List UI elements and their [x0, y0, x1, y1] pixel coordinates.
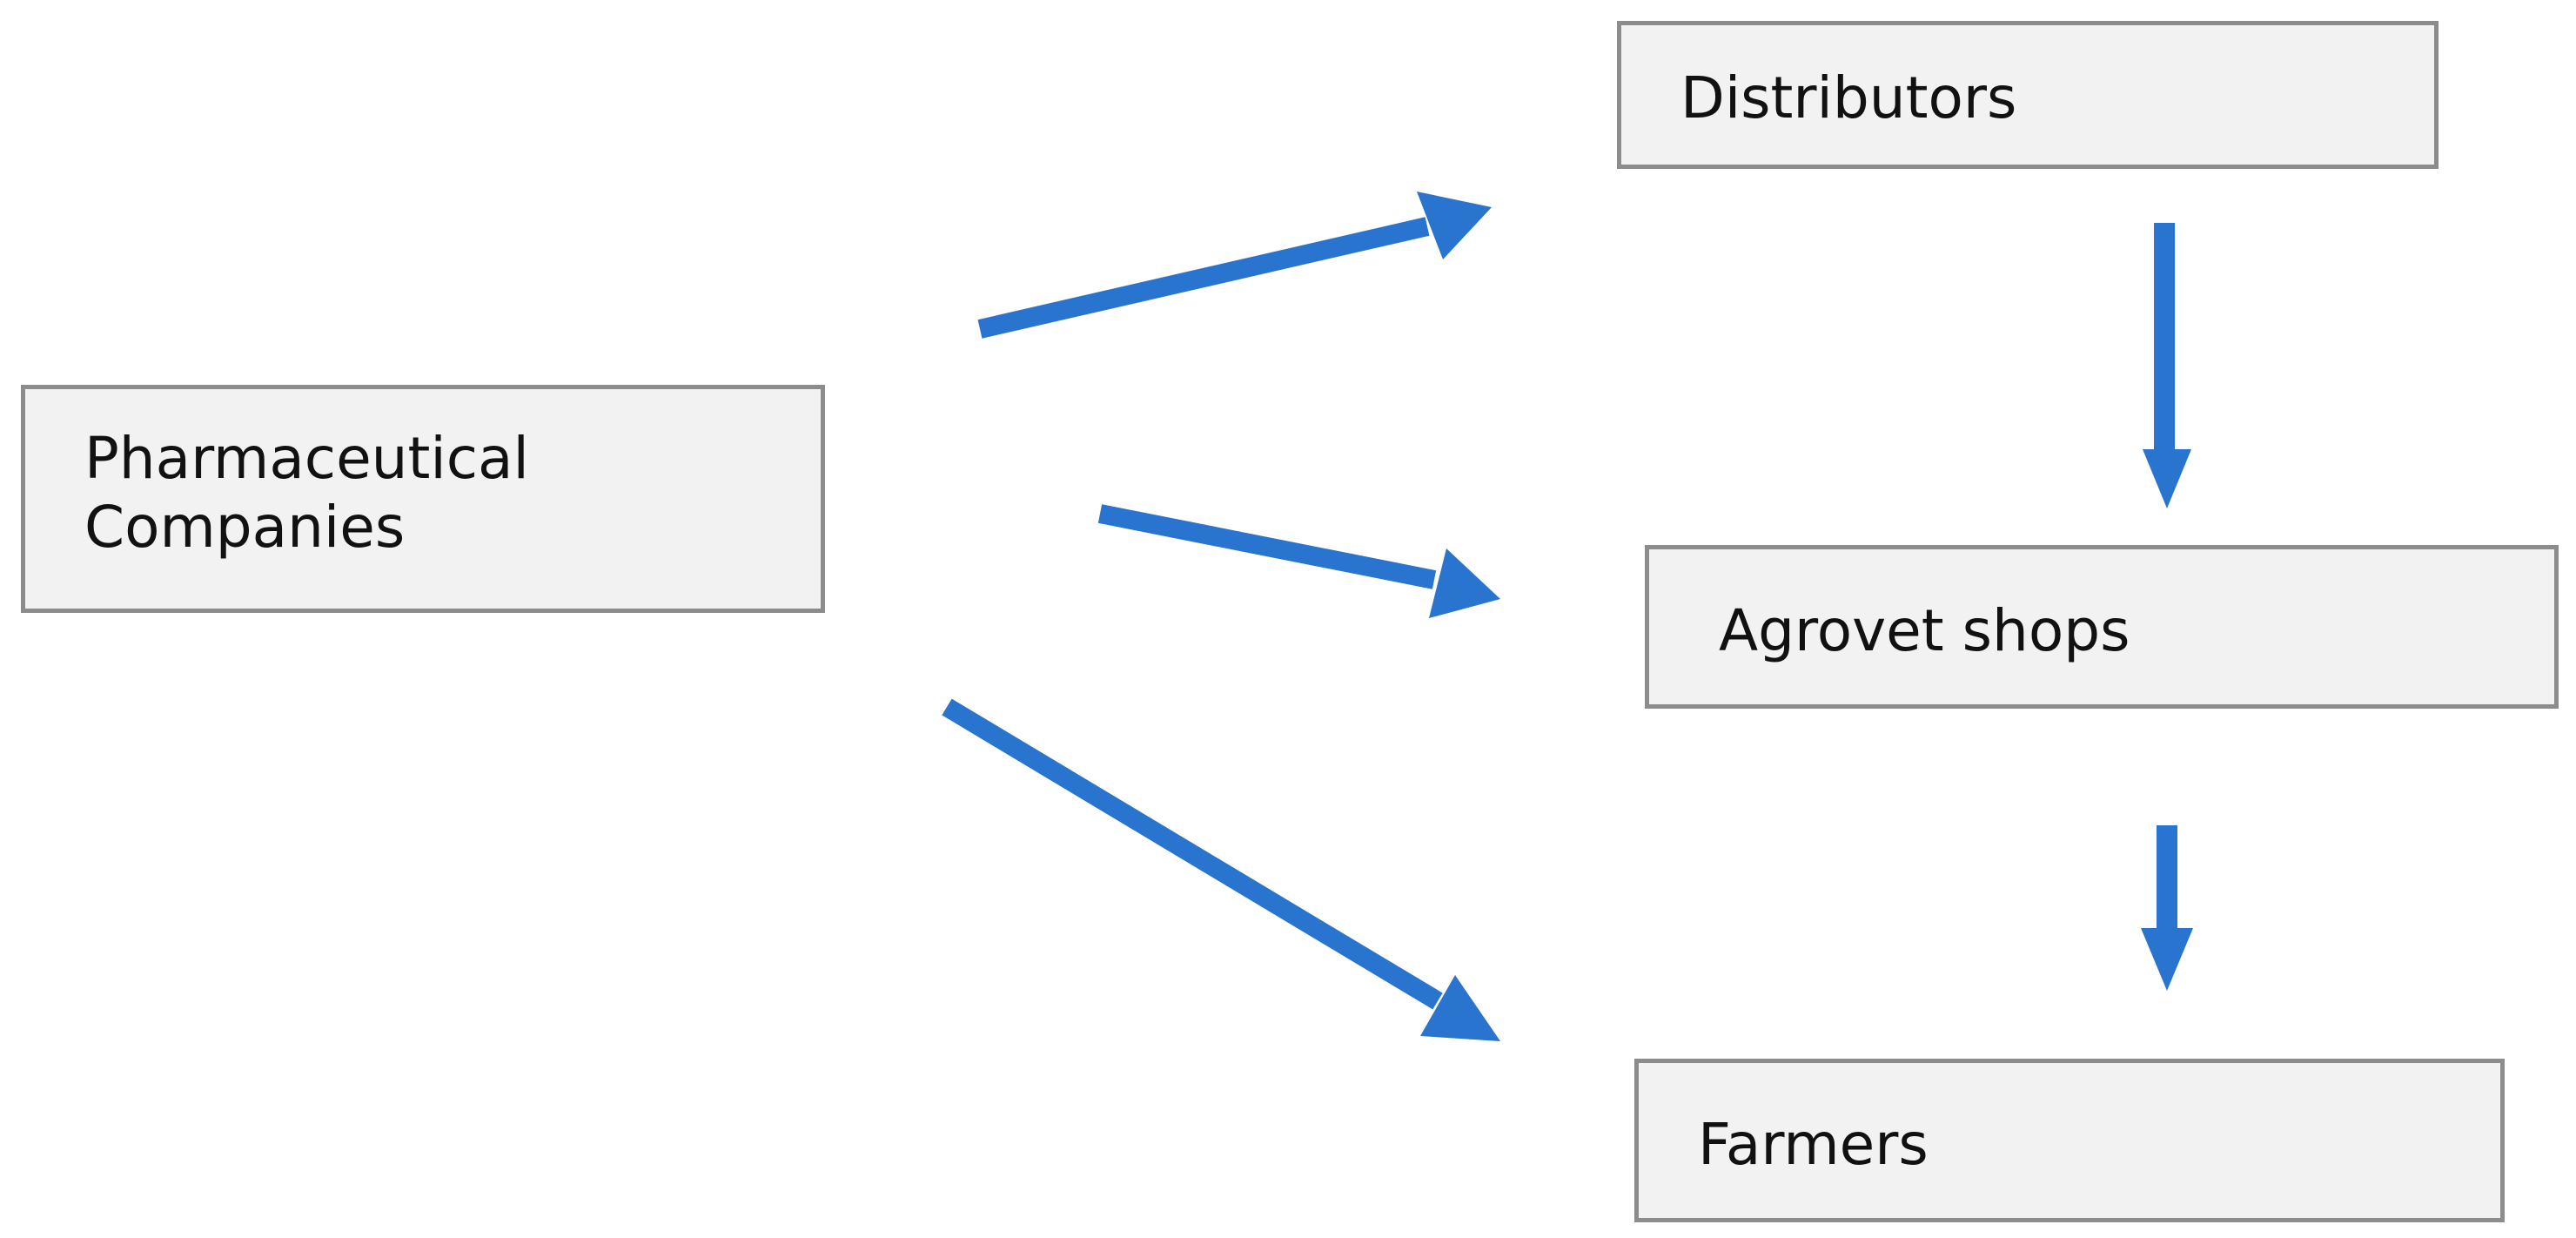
node-label-agrovet-shops: Agrovet shops [1719, 597, 2130, 664]
arrow-pharma-to-distributors [977, 192, 1492, 339]
node-label-distributors: Distributors [1680, 64, 2017, 131]
arrow-pharma-to-farmers [942, 698, 1500, 1041]
node-agrovet-shops: Agrovet shops [1645, 545, 2559, 709]
arrow-agrovet-to-farmers [2141, 825, 2193, 991]
node-pharmaceutical-companies: Pharmaceutical Companies [21, 385, 825, 613]
node-label-pharmaceutical-companies: Pharmaceutical Companies [84, 425, 529, 562]
node-distributors: Distributors [1617, 21, 2438, 169]
arrow-distributors-to-agrovet [2143, 223, 2191, 508]
node-label-farmers: Farmers [1698, 1111, 1929, 1178]
arrow-pharma-to-agrovet [1097, 504, 1500, 618]
node-farmers: Farmers [1634, 1059, 2505, 1222]
